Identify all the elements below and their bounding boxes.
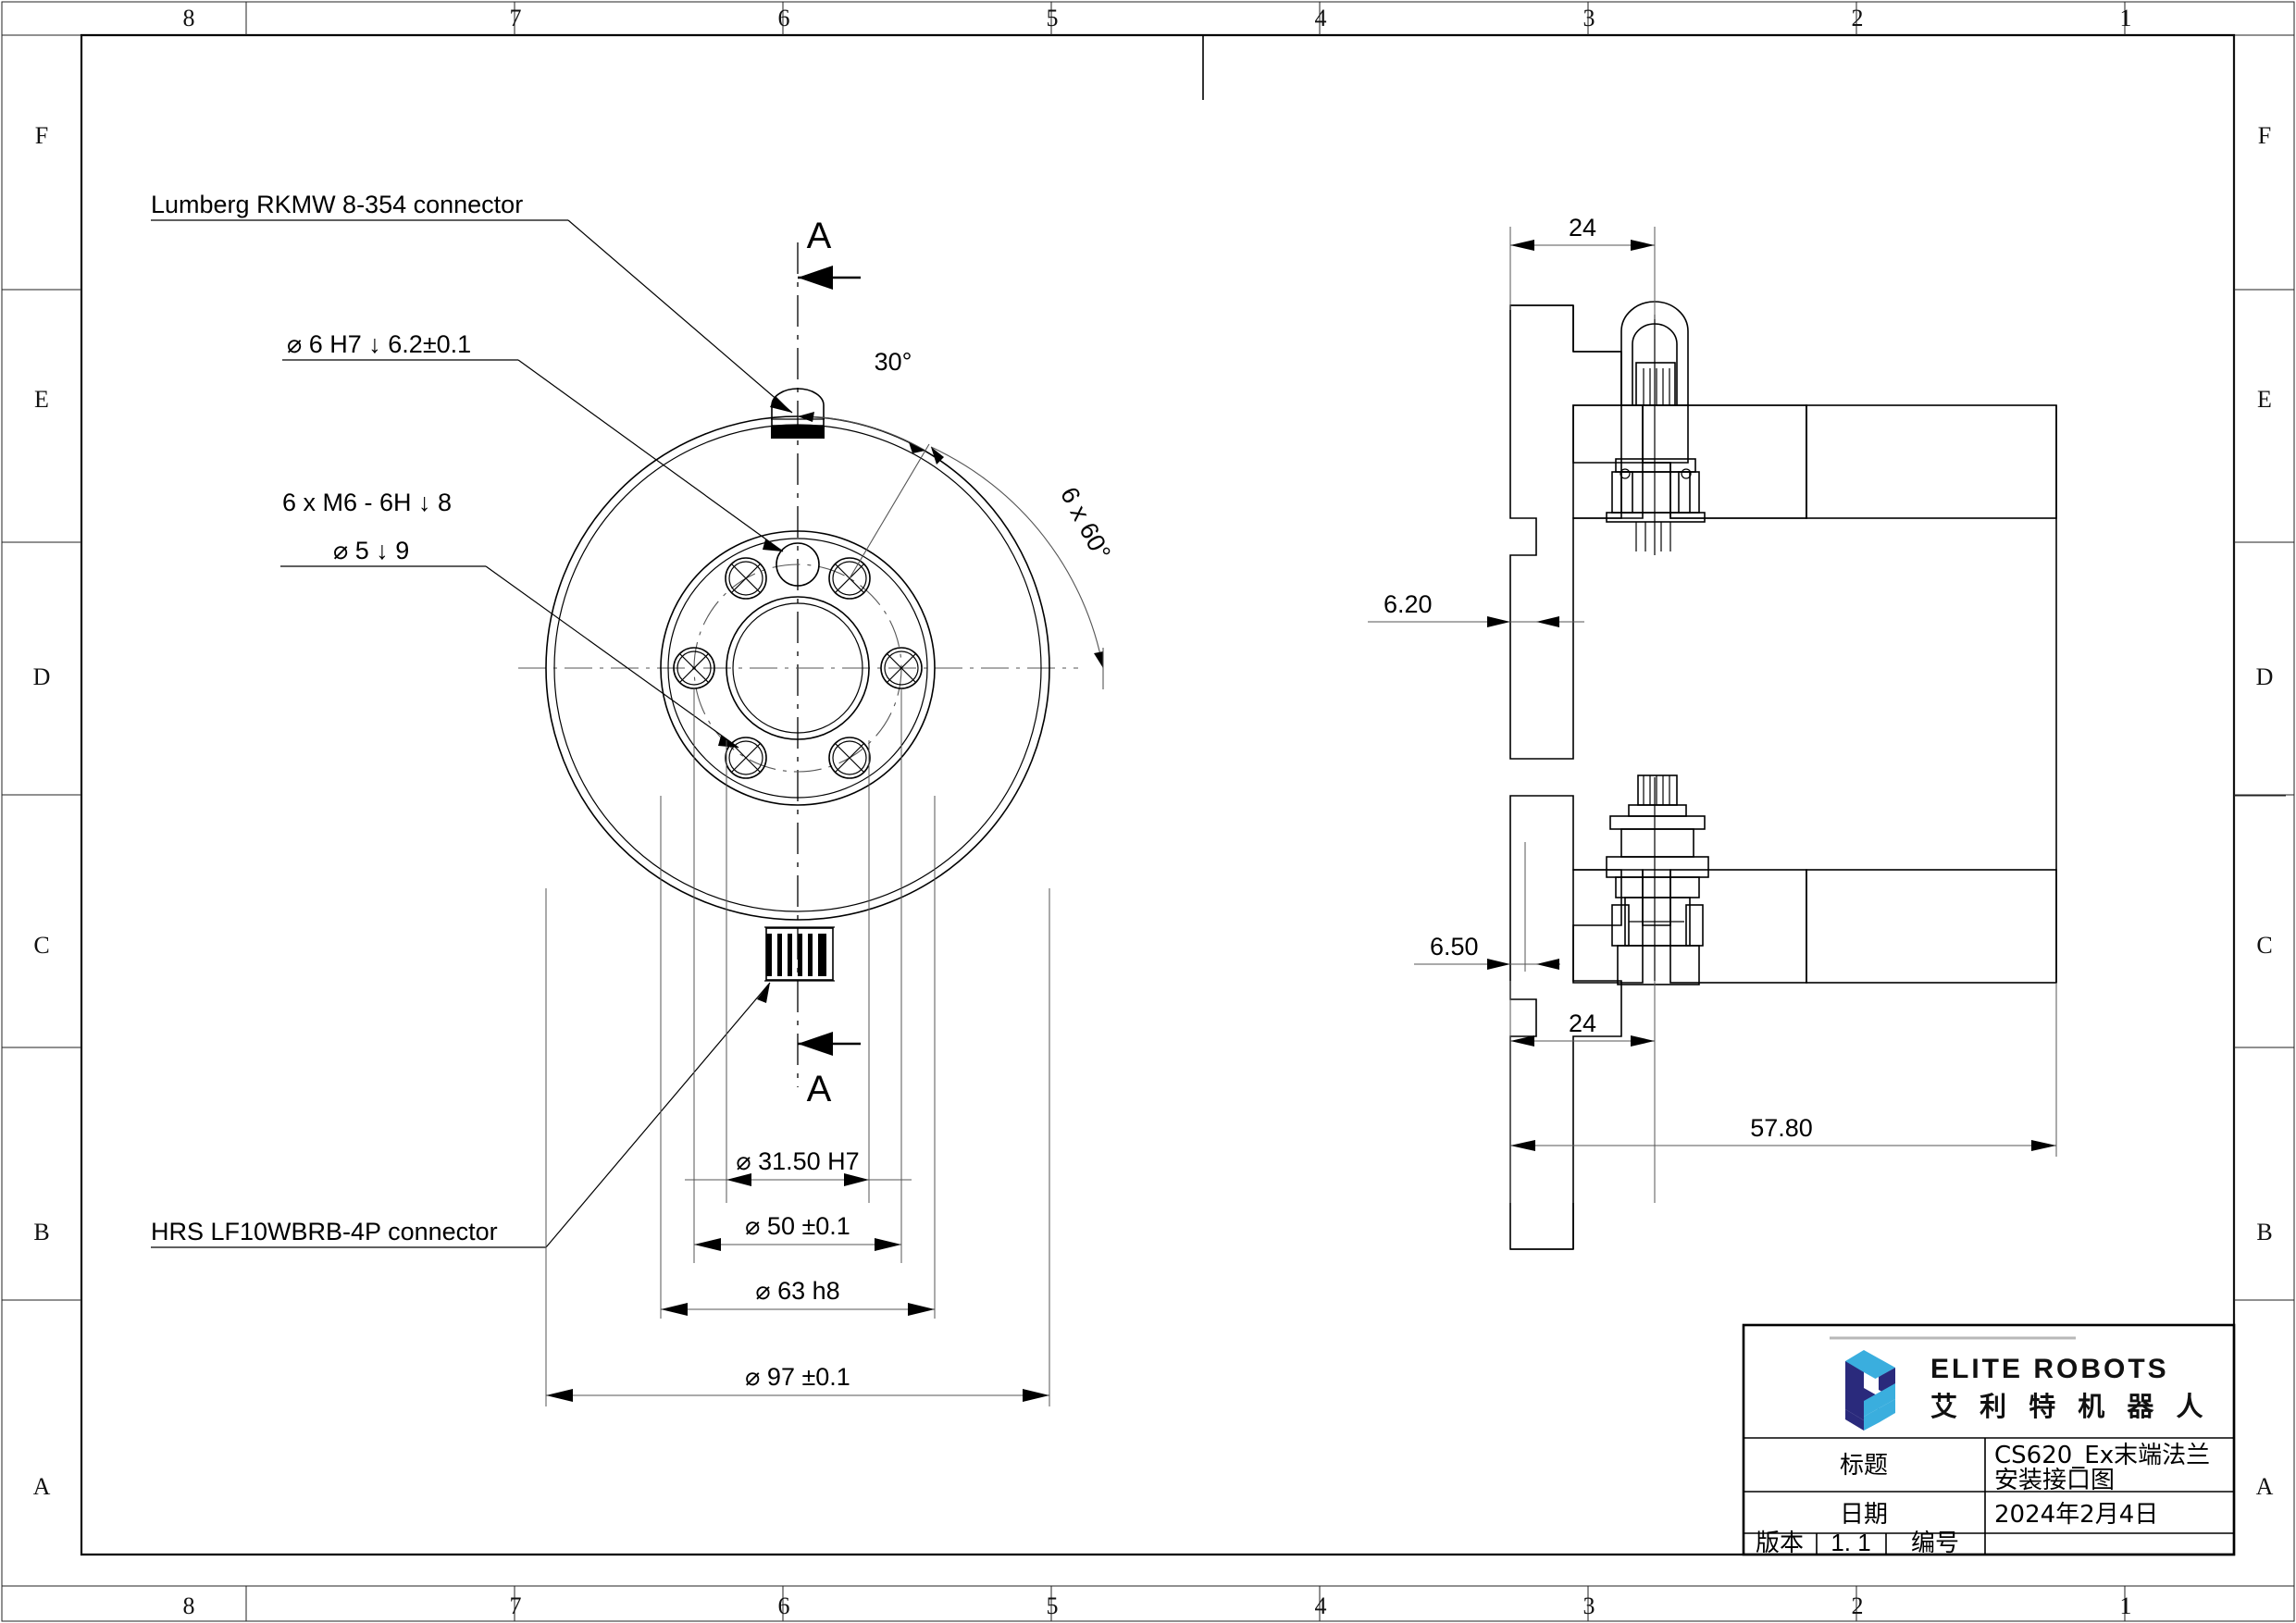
dim-outer-97: ⌀ 97 ±0.1 [546,1363,1049,1402]
dim-section-total: 57.80 [1509,983,2057,1203]
dim-boltcircle-50: ⌀ 50 ±0.1 [694,1212,901,1251]
outer-circle-inner [553,424,1042,912]
logo-cube-icon [1845,1350,1895,1431]
dim-section-620: 6.20 [1368,590,1584,627]
zone-left-C: C [33,932,49,959]
zone-bottom-1: 1 [2120,1592,2132,1619]
zone-top-2: 2 [1852,5,1864,31]
zone-bottom-8: 8 [183,1592,195,1619]
zone-bottom-2: 2 [1852,1592,1864,1619]
bore-circle-3150 [726,596,870,740]
dim-pilot-text: ⌀ 63 h8 [755,1277,839,1305]
zone-left-F: F [35,122,48,149]
section-view-AA: 24 6.20 6.50 24 [1368,214,2057,1250]
section-arrow-bottom: A [798,1032,861,1109]
title-value-line1: CS620_Ex末端法兰 [1994,1442,2210,1469]
brand-name-en: ELITE ROBOTS [1930,1354,2169,1384]
elite-robots-logo: ELITE ROBOTS 艾 利 特 机 器 人 [1830,1336,2209,1431]
zone-top-3: 3 [1583,5,1595,31]
zone-right-E: E [2257,386,2272,413]
lumberg-leader: Lumberg RKMW 8-354 connector [151,191,793,414]
dim-bore-text: ⌀ 31.50 H7 [736,1147,859,1175]
zone-left-E: E [34,386,49,413]
lumberg-connector-label: Lumberg RKMW 8-354 connector [151,191,523,218]
dim-bottom-24-text: 24 [1569,1010,1596,1037]
zone-left-A: A [33,1473,51,1500]
version-label: 版本 [1756,1530,1804,1557]
hrs-connector-label: HRS LF10WBRB-4P connector [151,1218,498,1245]
zone-ticks-top [245,2,2126,35]
zone-bottom-6: 6 [778,1592,790,1619]
lumberg-connector-top [771,388,825,439]
dim-pilot-63: ⌀ 63 h8 [661,1277,935,1316]
hrs-leader: HRS LF10WBRB-4P connector [151,982,771,1248]
thread-callout-line2: ⌀ 5 ↓ 9 [333,537,409,564]
dim-bore-3150: ⌀ 31.50 H7 [685,1147,912,1186]
zone-ticks-side [2,289,2294,1301]
pilot-circle-63 [660,530,936,806]
zone-right-A: A [2256,1473,2274,1500]
zone-bottom-5: 5 [1047,1592,1059,1619]
zone-right-C: C [2256,932,2272,959]
m6-hole-5 [673,647,715,689]
section-label-bottom: A [807,1069,832,1109]
zone-bottom-4: 4 [1315,1592,1327,1619]
date-value: 2024年2月4日 [1994,1501,2158,1529]
front-dim-extension-lines [545,689,1050,1406]
title-label: 标题 [1840,1452,1888,1480]
m6-hole-6 [725,557,767,600]
zone-top-8: 8 [183,5,195,31]
front-view: A A 30° 6 x 60° [151,191,1116,1406]
zone-bottom-7: 7 [510,1592,522,1619]
dim-650-text: 6.50 [1430,933,1479,960]
dim-section-top-24: 24 [1509,214,1656,319]
number-label: 编号 [1911,1530,1959,1557]
dim-outer-text: ⌀ 97 ±0.1 [745,1363,850,1391]
zone-ticks-bottom [245,1586,2126,1621]
angle-30-text: 30° [875,348,912,376]
section-arrow-top: A [798,216,861,290]
zone-right-D: D [2256,663,2274,690]
zone-top-4: 4 [1315,5,1327,31]
thread-callout-leader: 6 x M6 - 6H ↓ 8 ⌀ 5 ↓ 9 [280,489,739,749]
dim-boltcircle-text: ⌀ 50 ±0.1 [745,1212,850,1240]
angle-30-dim: 30° [797,348,930,579]
dowel-callout-leader: ⌀ 6 H7 ↓ 6.2±0.1 [282,330,784,552]
dim-section-650: 6.50 [1414,842,1560,972]
m6-hole-2 [880,647,923,689]
zone-right-F: F [2258,122,2271,149]
pilot-circle-inner [667,538,928,799]
section-connector-top [1606,301,1706,555]
version-value: 1. 1 [1831,1529,1870,1556]
dowel-hole-6h7 [776,542,820,587]
bore-circle-inner [732,602,863,734]
zone-top-5: 5 [1047,5,1059,31]
section-label-top: A [807,216,832,256]
dim-total-text: 57.80 [1750,1114,1813,1142]
zone-left-D: D [33,663,51,690]
brand-name-cn: 艾 利 特 机 器 人 [1930,1391,2209,1422]
dim-620-text: 6.20 [1384,590,1433,618]
zone-top-6: 6 [778,5,790,31]
m6-hole-4 [725,737,767,779]
zone-top-7: 7 [510,5,522,31]
thread-callout-line1: 6 x M6 - 6H ↓ 8 [282,489,452,516]
dowel-callout-text: ⌀ 6 H7 ↓ 6.2±0.1 [287,330,471,358]
zone-right-B: B [2256,1219,2272,1245]
zone-left-B: B [33,1219,49,1245]
title-block: ELITE ROBOTS 艾 利 特 机 器 人 标题 CS620_Ex末端法兰… [1742,1323,2236,1557]
dim-top-24-text: 24 [1569,214,1596,242]
section-connector-bottom [1606,774,1709,985]
hrs-connector-bottom [764,926,835,982]
zone-bottom-3: 3 [1583,1592,1595,1619]
title-value-line2: 安装接口图 [1994,1467,2115,1494]
m6-hole-3 [828,737,871,779]
date-label: 日期 [1840,1501,1888,1529]
zone-top-1: 1 [2120,5,2132,31]
